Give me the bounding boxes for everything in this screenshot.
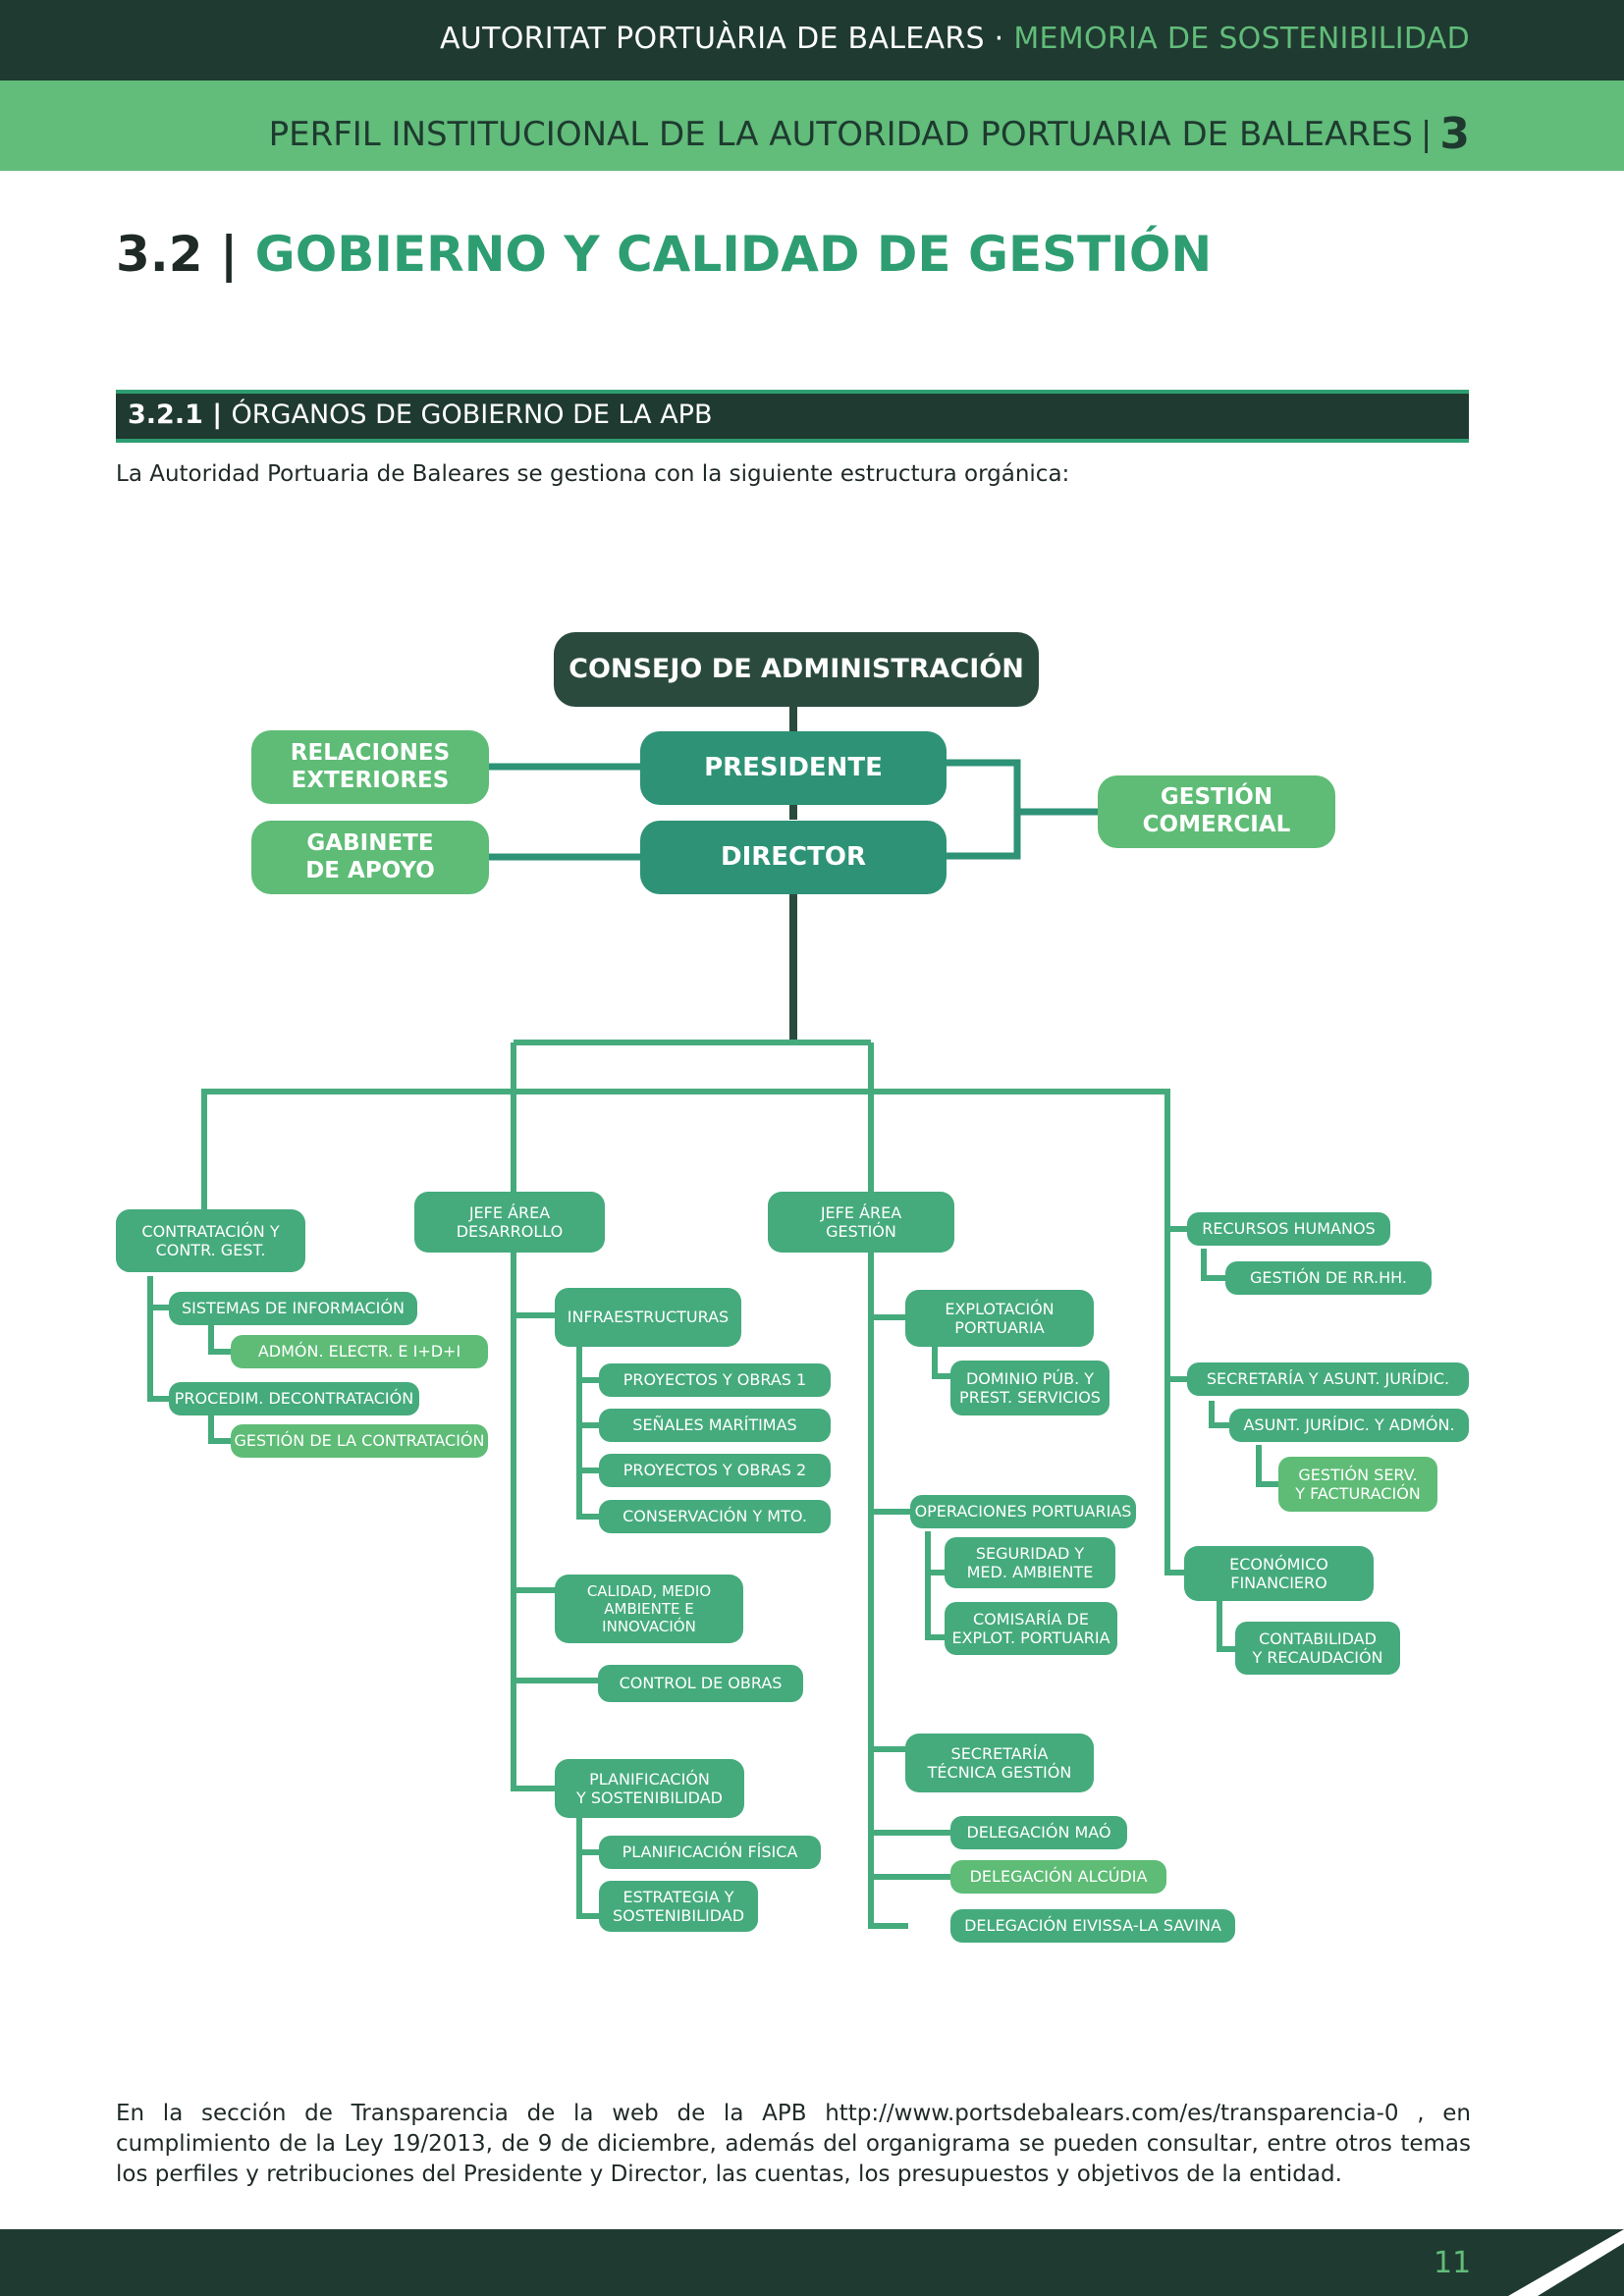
chapter-heading: PERFIL INSTITUCIONAL DE LA AUTORIDAD POR… (268, 106, 1470, 159)
node-planificacion-fisica: PLANIFICACIÓN FÍSICA (599, 1836, 821, 1869)
node-economico: ECONÓMICO FINANCIERO (1184, 1546, 1374, 1601)
node-admon: ADMÓN. ELECTR. E I+D+I (231, 1335, 488, 1368)
node-contabilidad: CONTABILIDAD Y RECAUDACIÓN (1235, 1622, 1400, 1675)
node-planificacion: PLANIFICACIÓN Y SOSTENIBILIDAD (555, 1759, 744, 1818)
node-recursos-humanos: RECURSOS HUMANOS (1187, 1212, 1390, 1246)
node-senales: SEÑALES MARÍTIMAS (599, 1409, 831, 1442)
subsection-title: 3.2.1 | ÓRGANOS DE GOBIERNO DE LA APB (128, 400, 713, 430)
footer-band (0, 2229, 1624, 2296)
node-conservacion: CONSERVACIÓN Y MTO. (599, 1500, 831, 1533)
intro-paragraph: La Autoridad Portuaria de Baleares se ge… (116, 461, 1070, 487)
node-proyectos2: PROYECTOS Y OBRAS 2 (599, 1454, 831, 1487)
header-band (0, 0, 1624, 80)
node-secretaria-juridic: SECRETARÍA Y ASUNT. JURÍDIC. (1187, 1362, 1469, 1396)
node-jefe-desarrollo: JEFE ÁREA DESARROLLO (414, 1192, 605, 1253)
section-number: 3.2 | (116, 226, 255, 283)
chapter-separator: | (1420, 115, 1433, 154)
report-name: MEMORIA DE SOSTENIBILIDAD (1013, 22, 1470, 56)
org-name: AUTORITAT PORTUÀRIA DE BALEARS · (439, 22, 1014, 56)
page-number: 11 (1434, 2246, 1472, 2280)
node-consejo: CONSEJO DE ADMINISTRACIÓN (554, 632, 1039, 707)
node-operaciones: OPERACIONES PORTUARIAS (910, 1495, 1136, 1528)
chapter-title: PERFIL INSTITUCIONAL DE LA AUTORIDAD POR… (268, 115, 1413, 154)
node-director: DIRECTOR (640, 821, 947, 894)
node-procedim: PROCEDIM. DECONTRATACIÓN (169, 1382, 419, 1415)
node-comisaria: COMISARÍA DE EXPLOT. PORTUARIA (945, 1602, 1117, 1655)
node-proyectos1: PROYECTOS Y OBRAS 1 (599, 1363, 831, 1397)
node-gestion-rrhh: GESTIÓN DE RR.HH. (1225, 1261, 1432, 1295)
node-control-obras: CONTROL DE OBRAS (598, 1665, 803, 1702)
node-secretaria-tecnica: SECRETARÍA TÉCNICA GESTIÓN (905, 1734, 1094, 1792)
node-delegacion-alcudia: DELEGACIÓN ALCÚDIA (950, 1860, 1166, 1894)
report-title: AUTORITAT PORTUÀRIA DE BALEARS · MEMORIA… (440, 22, 1470, 56)
node-delegacion-mao: DELEGACIÓN MAÓ (950, 1816, 1127, 1849)
section-name: GOBIERNO Y CALIDAD DE GESTIÓN (254, 226, 1213, 283)
footer-paragraph: En la sección de Transparencia de la web… (116, 2101, 1471, 2187)
node-explotacion: EXPLOTACIÓN PORTUARIA (905, 1290, 1094, 1347)
node-jefe-gestion: JEFE ÁREA GESTIÓN (768, 1192, 954, 1253)
subsection-number: 3.2.1 | (128, 400, 232, 430)
node-gestion-contratacion: GESTIÓN DE LA CONTRATACIÓN (231, 1424, 488, 1458)
node-estrategia: ESTRATEGIA Y SOSTENIBILIDAD (599, 1881, 758, 1932)
node-relaciones: RELACIONES EXTERIORES (251, 730, 489, 804)
subsection-bar (116, 390, 1469, 443)
node-seguridad: SEGURIDAD Y MED. AMBIENTE (945, 1537, 1115, 1588)
node-gabinete: GABINETE DE APOYO (251, 821, 489, 894)
node-gestion-serv: GESTIÓN SERV. Y FACTURACIÓN (1278, 1457, 1437, 1512)
node-sistemas: SISTEMAS DE INFORMACIÓN (169, 1292, 417, 1325)
subsection-name: ÓRGANOS DE GOBIERNO DE LA APB (231, 400, 713, 430)
node-gestion-comercial: GESTIÓN COMERCIAL (1098, 775, 1335, 848)
chapter-band (0, 80, 1624, 171)
node-infraestructuras: INFRAESTRUCTURAS (555, 1288, 741, 1347)
node-asunt-juridic: ASUNT. JURÍDIC. Y ADMÓN. (1229, 1409, 1469, 1442)
section-title: 3.2 | GOBIERNO Y CALIDAD DE GESTIÓN (116, 226, 1212, 283)
node-calidad: CALIDAD, MEDIO AMBIENTE E INNOVACIÓN (555, 1575, 743, 1643)
node-delegacion-eivissa: DELEGACIÓN EIVISSA-LA SAVINA (950, 1909, 1235, 1943)
chapter-number: 3 (1439, 109, 1470, 159)
corner-stripe-icon (1508, 2229, 1624, 2296)
node-presidente: PRESIDENTE (640, 731, 947, 805)
node-dominio: DOMINIO PÚB. Y PREST. SERVICIOS (950, 1361, 1110, 1415)
node-contratacion: CONTRATACIÓN Y CONTR. GEST. (116, 1209, 305, 1272)
